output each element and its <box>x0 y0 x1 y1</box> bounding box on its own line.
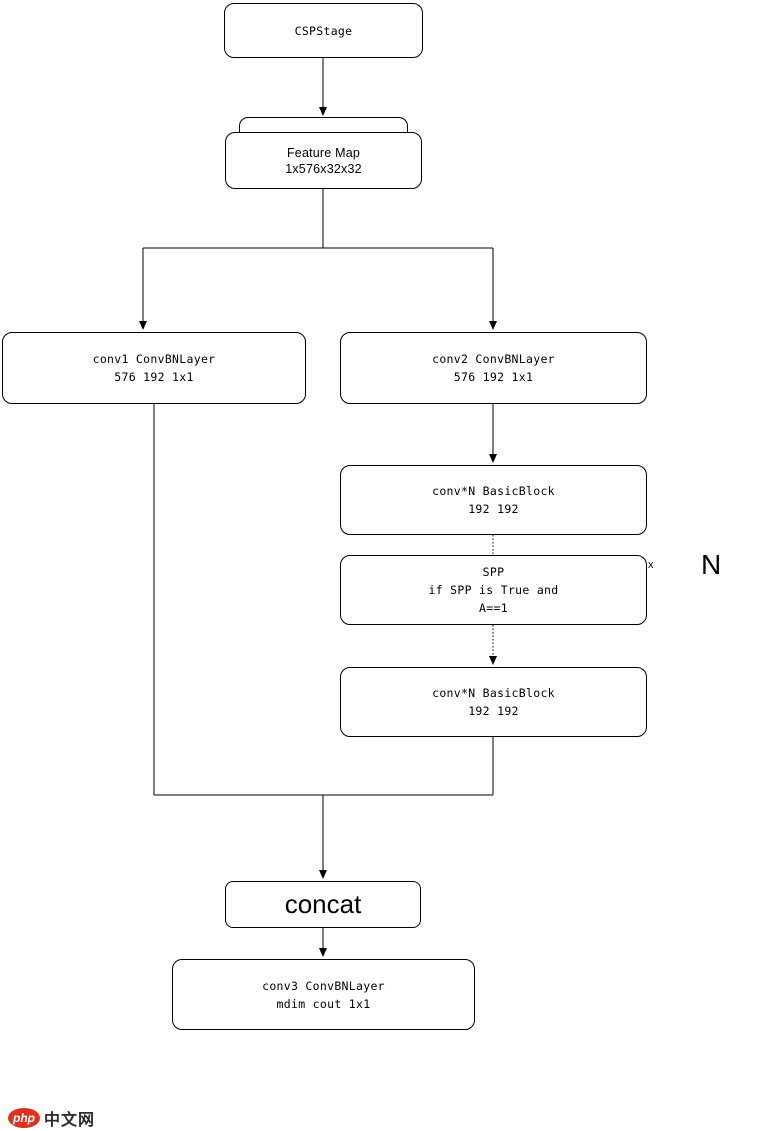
node-concat-label: concat <box>284 889 362 919</box>
node-basicblock-2-line1: conv*N BasicBlock <box>432 686 555 700</box>
node-conv1: conv1 ConvBNLayer 576 192 1x1 <box>2 332 306 404</box>
node-conv2: conv2 ConvBNLayer 576 192 1x1 <box>340 332 647 404</box>
node-basicblock-1: conv*N BasicBlock 192 192 <box>340 465 647 535</box>
node-conv2-line1: conv2 ConvBNLayer <box>432 352 555 366</box>
node-spp: SPP if SPP is True and A==1 <box>340 555 647 625</box>
node-basicblock-2: conv*N BasicBlock 192 192 <box>340 667 647 737</box>
node-spp-line3: A==1 <box>479 601 508 615</box>
node-concat: concat <box>225 881 421 928</box>
php-logo-cn-text: 中文网 <box>44 1112 96 1129</box>
node-conv1-line1: conv1 ConvBNLayer <box>92 352 216 366</box>
php-cn-logo: php 中文网 <box>8 1106 95 1130</box>
node-basicblock-2-line2: 192 192 <box>468 704 519 718</box>
node-feature-map-line1: Feature Map <box>286 145 361 160</box>
repeat-n-label: N <box>701 549 722 580</box>
node-cspstage-label: CSPStage <box>294 23 353 38</box>
node-conv2-line2: 576 192 1x1 <box>453 370 534 384</box>
repeat-x-label: x <box>648 559 654 571</box>
node-spp-line2: if SPP is True and <box>428 583 559 597</box>
node-cspstage: CSPStage <box>224 3 423 58</box>
node-basicblock-1-line1: conv*N BasicBlock <box>432 484 555 498</box>
node-conv3-line1: conv3 ConvBNLayer <box>262 978 385 993</box>
node-conv3-line2: mdim cout 1x1 <box>276 996 371 1011</box>
node-feature-map: Feature Map 1x576x32x32 <box>225 132 422 189</box>
node-basicblock-1-line2: 192 192 <box>468 502 519 516</box>
node-spp-line1: SPP <box>482 565 505 579</box>
php-logo-badge: php <box>8 1108 40 1128</box>
node-conv1-line2: 576 192 1x1 <box>114 370 194 384</box>
node-feature-map-line2: 1x576x32x32 <box>285 161 362 176</box>
php-logo-text: php <box>13 1111 35 1125</box>
node-conv3: conv3 ConvBNLayer mdim cout 1x1 <box>172 959 475 1030</box>
